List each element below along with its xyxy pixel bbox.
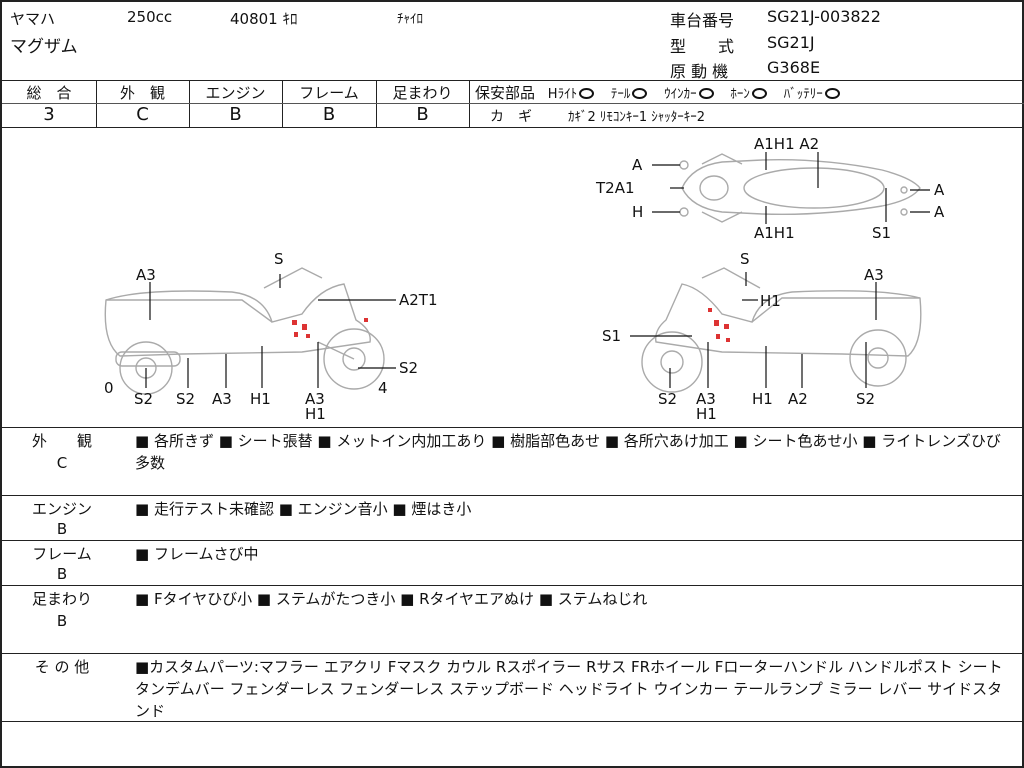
label-a: A <box>934 203 945 221</box>
label-h1: H1 <box>250 390 271 408</box>
model-name: マグザム <box>10 37 78 57</box>
label-s2: S2 <box>856 390 875 408</box>
remark-exterior-text: ■ 各所きず ■ シート張替 ■ メットイン内加工あり ■ 樹脂部色あせ ■ 各… <box>135 432 1001 472</box>
frame-number-label: 車台番号 <box>670 11 735 30</box>
ok-circle-icon <box>632 88 648 99</box>
displacement: 250cc <box>127 8 173 26</box>
diagram-labels-right: S A3 H1 S1 S2 A3 H1 H1 A2 S2 <box>602 250 884 423</box>
label-a: A <box>934 181 945 199</box>
engine-code: G368E <box>767 58 821 77</box>
grade-frame-label: フレーム <box>299 84 359 102</box>
grade-suspension-label: 足まわり <box>392 84 453 102</box>
remark-suspension-grade: B <box>56 612 68 630</box>
safety-label: 保安部品 <box>475 84 536 102</box>
remark-engine-category: エンジン <box>31 500 92 518</box>
label-zero: 0 <box>104 379 114 397</box>
grade-engine-value: B <box>229 104 242 125</box>
ok-circle-icon <box>824 88 840 99</box>
remark-other-text: ■カスタムパーツ:マフラー エアクリ Fマスク カウル Rスポイラー Rサス F… <box>135 658 1003 720</box>
label-four: 4 <box>378 379 388 397</box>
label-h1: H1 <box>760 292 781 310</box>
diagram-labels-left: A3 S A2T1 S2 0 S2 S2 A3 H1 A3 H1 4 <box>104 250 438 423</box>
label-a2t1: A2T1 <box>399 291 438 309</box>
label-a2: A2 <box>788 390 808 408</box>
remark-frame-text: ■ フレームさび中 <box>135 545 259 563</box>
engine-label: 原 動 機 <box>670 62 729 81</box>
label-t2a1: T2A1 <box>595 179 635 197</box>
label-a3: A3 <box>305 390 325 408</box>
grade-overall-value: 3 <box>43 104 55 125</box>
remark-suspension-text: ■ Fタイヤひび小 ■ ステムがたつき小 ■ Rタイヤエアぬけ ■ ステムねじれ <box>135 590 648 608</box>
label-a: A <box>632 156 643 174</box>
label-a1h1-a2: A1H1 A2 <box>754 135 819 153</box>
safety-winker: ｳｲﾝｶｰ <box>664 87 697 102</box>
remark-frame-category: フレーム <box>32 545 92 563</box>
label-a3: A3 <box>136 266 156 284</box>
safety-taillight: ﾃｰﾙ <box>610 87 631 102</box>
grade-frame-value: B <box>322 104 336 125</box>
scooter-left-side <box>104 267 385 395</box>
grade-engine-label: エンジン <box>205 84 266 102</box>
remark-frame-grade: B <box>56 565 68 583</box>
safety-battery: ﾊﾞｯﾃﾘｰ <box>783 87 823 102</box>
label-h1: H1 <box>305 405 326 423</box>
damage-marks-left <box>292 318 368 338</box>
damage-marks-right <box>708 308 730 342</box>
label-s1: S1 <box>602 327 621 345</box>
safety-horn: ﾎｰﾝ <box>730 87 750 102</box>
label-s2: S2 <box>134 390 153 408</box>
remark-engine-text: ■ 走行テスト未確認 ■ エンジン音小 ■ 煙はき小 <box>135 500 472 518</box>
label-s1: S1 <box>872 224 891 242</box>
scooter-top-view <box>679 153 921 223</box>
ok-circle-icon <box>751 88 767 99</box>
safety-parts: 保安部品 Hﾗｲﾄ ﾃｰﾙ ｳｲﾝｶｰ ﾎｰﾝ ﾊﾞｯﾃﾘｰ <box>475 82 842 103</box>
label-a1h1: A1H1 <box>754 224 795 242</box>
remark-other-category: そ の 他 <box>34 658 90 676</box>
grade-exterior-label: 外 観 <box>119 84 165 102</box>
mileage: 40801 ｷﾛ <box>230 10 298 28</box>
remark-exterior-grade: C <box>56 454 68 472</box>
label-s: S <box>274 250 284 268</box>
grade-suspension-value: B <box>416 104 429 125</box>
label-a3: A3 <box>212 390 232 408</box>
color: ﾁｬｲﾛ <box>397 12 423 27</box>
label-h1: H1 <box>752 390 773 408</box>
maker: ヤマハ <box>10 10 56 28</box>
label-s2: S2 <box>176 390 195 408</box>
model-code: SG21J <box>767 33 815 52</box>
label-a3: A3 <box>864 266 884 284</box>
ok-circle-icon <box>579 88 595 99</box>
diagram-labels-top: A1H1 A2 A T2A1 H A A A1H1 S1 <box>595 135 945 242</box>
frame-number: SG21J-003822 <box>767 7 881 26</box>
model-code-label: 型 式 <box>670 37 735 56</box>
safety-headlight: Hﾗｲﾄ <box>547 87 578 102</box>
label-h1: H1 <box>696 405 717 423</box>
ok-circle-icon <box>698 88 714 99</box>
grade-overall-label: 総 合 <box>26 84 72 102</box>
remark-engine-grade: B <box>56 520 68 538</box>
key-info: ｶｷﾞ2 ﾘﾓｺﾝｷｰ1 ｼｬｯﾀｰｷｰ2 <box>568 110 706 125</box>
remark-suspension-category: 足まわり <box>31 590 92 608</box>
label-s2: S2 <box>399 359 418 377</box>
label-a3: A3 <box>696 390 716 408</box>
damage-diagram: A3 S A2T1 S2 0 S2 S2 A3 H1 A3 H1 4 S A3 … <box>104 135 945 423</box>
scooter-right-side <box>641 267 922 393</box>
label-h: H <box>632 203 643 221</box>
label-s: S <box>740 250 750 268</box>
key-label: カ ギ <box>490 109 532 125</box>
leader-lines <box>145 152 930 388</box>
label-s2: S2 <box>658 390 677 408</box>
grade-exterior-value: C <box>136 104 149 125</box>
remark-exterior-category: 外 観 <box>31 432 92 450</box>
